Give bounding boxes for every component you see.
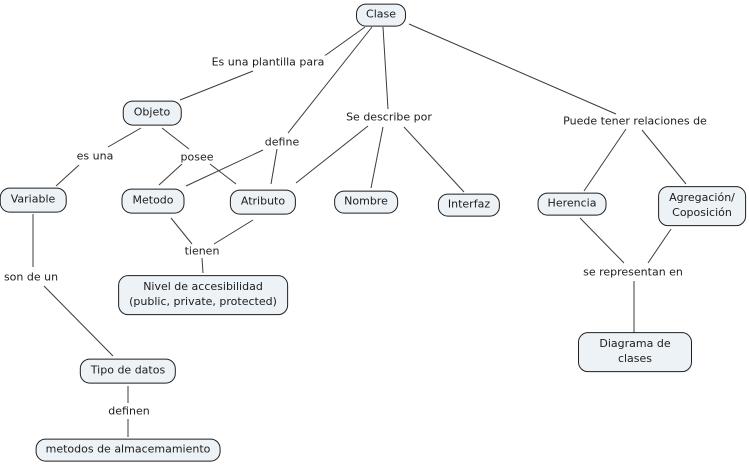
node-metodo-label: Metodo xyxy=(132,193,174,207)
edge-sedescribe-interfaz xyxy=(403,126,465,193)
node-herencia[interactable]: Herencia xyxy=(537,192,607,216)
edge-metodo-tienen xyxy=(170,217,193,245)
edge-herencia-serepresentan xyxy=(579,217,625,264)
node-objeto-label: Objeto xyxy=(133,105,171,119)
edge-clase-plantilla xyxy=(322,26,366,58)
edge-clase-puedetener xyxy=(408,23,617,115)
node-nombre[interactable]: Nombre xyxy=(334,190,398,214)
node-metodo[interactable]: Metodo xyxy=(121,188,185,214)
edge-esuna-variable xyxy=(55,164,80,187)
edge-puedetener-agregacion xyxy=(641,129,687,185)
node-diagrama-de-clases[interactable]: Diagrama de clases xyxy=(578,332,692,372)
node-nivel-accesibilidad[interactable]: Nivel de accesibilidad (public, private,… xyxy=(118,275,288,315)
node-atributo-label: Atributo xyxy=(240,194,286,208)
node-agregacion-coposicion[interactable]: Agregación/ Coposición xyxy=(658,186,746,226)
link-label-es-una-plantilla-para[interactable]: Es una plantilla para xyxy=(209,55,327,69)
node-diagrama-de-clases-label: Diagrama de clases xyxy=(599,337,671,365)
edge-tienen-nivel xyxy=(201,257,204,274)
link-label-define[interactable]: define xyxy=(262,135,302,149)
node-tipo-de-datos[interactable]: Tipo de datos xyxy=(79,358,177,384)
edge-plantilla-objeto xyxy=(179,70,254,101)
node-tipo-de-datos-label: Tipo de datos xyxy=(90,363,166,377)
node-metodos-almacenamiento[interactable]: metodos de almacemamiento xyxy=(35,438,221,462)
edge-define-metodo xyxy=(185,149,264,187)
link-label-puede-tener-relaciones-de[interactable]: Puede tener relaciones de xyxy=(561,114,709,128)
edge-objeto-posee xyxy=(161,127,190,150)
edge-posee-metodo xyxy=(158,163,183,186)
node-interfaz-label: Interfaz xyxy=(447,197,491,211)
node-clase-label: Clase xyxy=(366,7,396,21)
node-atributo[interactable]: Atributo xyxy=(229,189,297,215)
node-herencia-label: Herencia xyxy=(547,196,597,210)
edge-agregacion-serepresentan xyxy=(647,228,672,264)
edge-define-atributo xyxy=(270,148,278,185)
edge-puedetener-herencia xyxy=(583,128,627,192)
edge-atributo-tienen xyxy=(213,219,254,245)
link-label-se-representan-en[interactable]: se representan en xyxy=(581,265,685,279)
edge-posee-atributo xyxy=(209,163,237,185)
node-agregacion-coposicion-label: Agregación/ Coposición xyxy=(669,191,735,219)
node-clase[interactable]: Clase xyxy=(356,3,406,27)
link-label-son-de-un[interactable]: son de un xyxy=(1,270,61,284)
node-variable[interactable]: Variable xyxy=(0,187,67,213)
edge-sedescribe-nombre xyxy=(370,126,384,189)
node-variable-label: Variable xyxy=(10,192,56,206)
link-label-es-una[interactable]: es una xyxy=(74,149,116,163)
link-label-definen[interactable]: definen xyxy=(106,404,152,418)
edge-clase-sedescribe xyxy=(382,26,389,110)
edge-sedescribe-atributo xyxy=(295,125,369,184)
link-label-se-describe-por[interactable]: Se describe por xyxy=(344,110,434,124)
edge-clase-define xyxy=(287,26,373,134)
node-metodos-almacenamiento-label: metodos de almacemamiento xyxy=(45,442,211,456)
node-nivel-accesibilidad-label: Nivel de accesibilidad (public, private,… xyxy=(129,280,277,308)
edge-objeto-esuna xyxy=(107,127,142,148)
node-objeto[interactable]: Objeto xyxy=(122,100,182,126)
edge-sondeun-tipodatos xyxy=(43,285,114,357)
link-label-tienen[interactable]: tienen xyxy=(182,244,222,258)
node-interfaz[interactable]: Interfaz xyxy=(437,193,501,217)
link-label-posee[interactable]: posee xyxy=(178,150,216,164)
node-nombre-label: Nombre xyxy=(344,194,388,208)
